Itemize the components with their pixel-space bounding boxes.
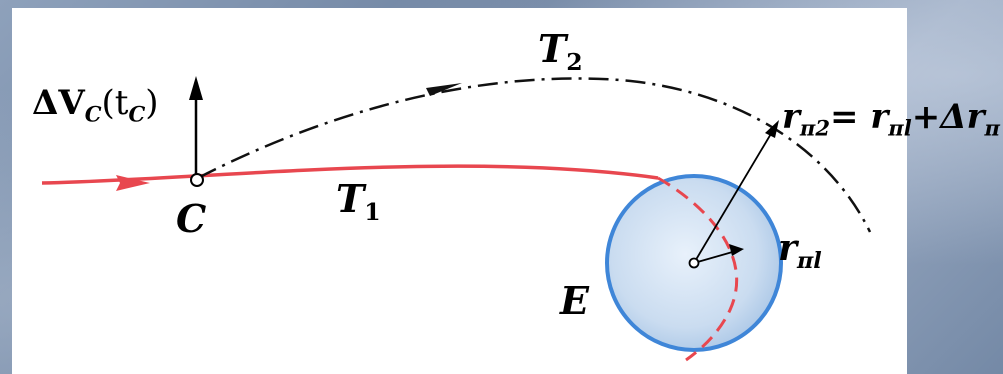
delta-v-subscript: C — [84, 101, 102, 127]
delta-v-arg-subscript: C — [128, 101, 146, 127]
r-pi1-symbol: r — [778, 227, 797, 269]
t2-subscript: 2 — [566, 48, 583, 77]
r-pi2-eq: = r — [830, 97, 889, 137]
r-pi2-rhs-subscript: πl — [888, 115, 912, 141]
trajectory-t1-label: T1 — [336, 180, 381, 225]
delta-v-arg-open: (t — [101, 83, 129, 123]
trajectory-t1 — [41, 164, 659, 185]
r-pi2-plus: +Δr — [911, 97, 985, 137]
r-pi2-arrowhead — [765, 120, 779, 138]
r-pi2-arrow — [693, 126, 776, 264]
earth-center-marker — [688, 257, 700, 269]
r-pi1-label: rπl — [778, 230, 822, 272]
point-c-label: C — [176, 196, 207, 241]
trajectory-t1-hidden — [657, 176, 739, 362]
r-pi2-plus-subscript: π — [984, 115, 1000, 141]
trajectory-t2-arrow — [426, 83, 462, 96]
r-pi2-lhs-subscript: π2 — [799, 115, 831, 141]
trajectory-t2 — [197, 77, 872, 233]
r-pi2-equation: rπ2= rπl+Δrπ — [782, 100, 1000, 138]
point-c-marker — [190, 173, 204, 187]
t1-symbol: T — [336, 176, 365, 221]
trajectory-t2-label: T2 — [538, 30, 583, 75]
t1-subscript: 1 — [364, 198, 381, 227]
delta-v-arrowhead — [189, 76, 203, 100]
trajectory-t1-arrow — [116, 175, 150, 191]
r-pi1-arrowhead — [729, 244, 744, 256]
delta-v-label: ΔVC(tC) — [32, 86, 159, 124]
delta-v-symbol: ΔV — [32, 83, 85, 123]
r-pi2-lhs: r — [782, 97, 800, 137]
r-pi1-subscript: πl — [796, 247, 822, 274]
delta-v-arg-close: ) — [145, 83, 159, 123]
earth-label: E — [560, 278, 589, 323]
t2-symbol: T — [538, 26, 567, 71]
r-pi1-arrow — [693, 250, 737, 264]
